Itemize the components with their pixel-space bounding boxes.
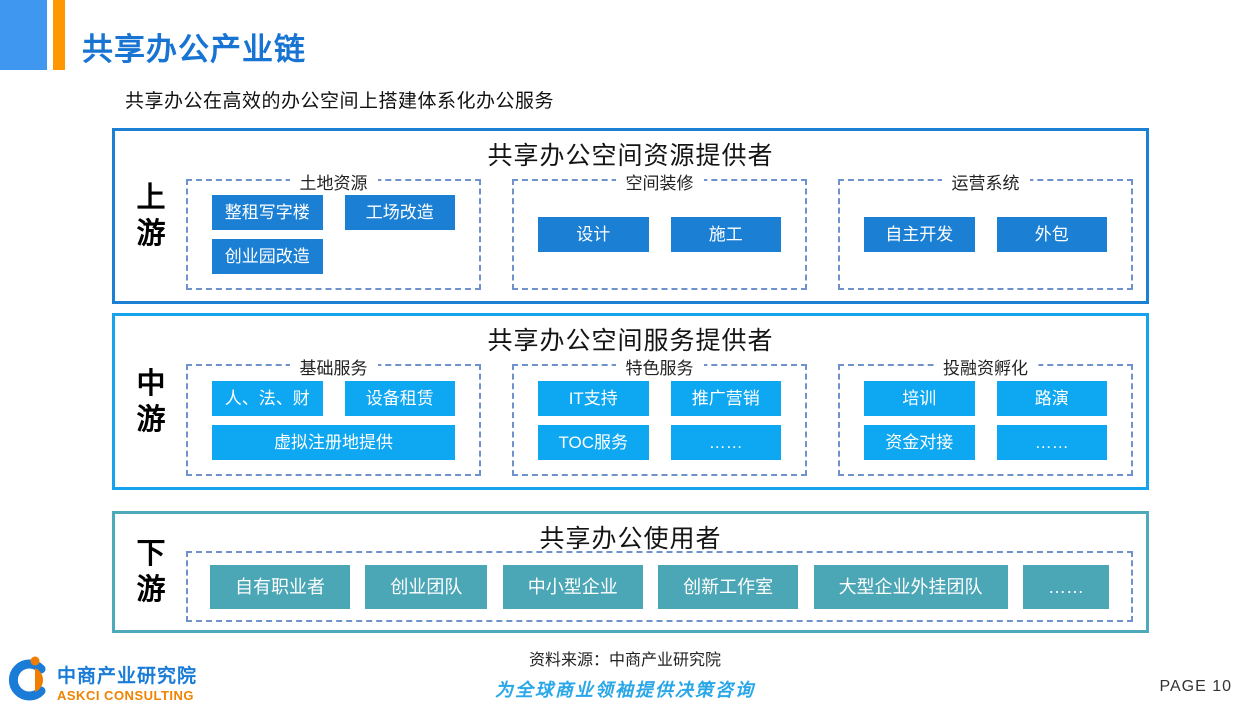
chain-node: 虚拟注册地提供 (212, 424, 455, 460)
group-row: 虚拟注册地提供 (212, 424, 455, 460)
group-row: 人、法、财设备租赁 (212, 380, 455, 416)
company-logo: 中商产业研究院 ASKCI CONSULTING (8, 656, 197, 707)
user-node: 中小型企业 (502, 564, 643, 609)
chain-node: 创业园改造 (212, 239, 323, 274)
group-row: 创业园改造 (212, 239, 455, 274)
group-label: 基础服务 (289, 354, 378, 379)
accent-bar-decoration (53, 0, 65, 70)
tier-title: 共享办公空间服务提供者 (487, 327, 774, 355)
page-number: PAGE 10 (1159, 678, 1232, 695)
group-row: 整租写字楼工场改造 (212, 195, 455, 230)
user-node: 大型企业外挂团队 (813, 564, 1008, 609)
chain-node: 路演 (996, 380, 1107, 416)
tier-side-label: 中游 (136, 367, 166, 436)
chain-node: 资金对接 (864, 424, 975, 460)
chain-node: 施工 (670, 217, 781, 252)
chain-node: 工场改造 (344, 195, 455, 230)
group-row: 自主开发外包 (864, 217, 1107, 252)
group-row: 资金对接 …… (864, 424, 1107, 460)
user-node: 创业团队 (365, 564, 488, 609)
chain-node: 设备租赁 (344, 380, 455, 416)
page-title: 共享办公产业链 (82, 32, 306, 67)
tier-title: 共享办公使用者 (539, 525, 722, 553)
group-row: 设计施工 (538, 217, 781, 252)
chain-node: …… (670, 424, 781, 460)
chain-node: 设计 (538, 217, 649, 252)
group-label: 投融资孵化 (933, 354, 1038, 379)
chain-node: 整租写字楼 (212, 195, 323, 230)
group-box: 土地资源整租写字楼工场改造创业园改造 (186, 169, 481, 290)
chain-node: 自主开发 (864, 217, 975, 252)
chain-node: TOC服务 (538, 424, 649, 460)
footer-slogan: 为全球商业领袖提供决策咨询 (495, 680, 755, 700)
users-box: 自有职业者创业团队中小型企业创新工作室大型企业外挂团队 …… (186, 551, 1133, 622)
tier-side-label: 上游 (136, 182, 166, 250)
group-label: 特色服务 (615, 354, 704, 379)
company-name-cn: 中商产业研究院 (57, 665, 198, 687)
tier-side-label: 下游 (136, 538, 166, 606)
user-node: 创新工作室 (658, 564, 799, 609)
chain-node: 人、法、财 (212, 380, 323, 416)
group-row: IT支持推广营销 (538, 380, 781, 416)
group-label: 运营系统 (941, 169, 1030, 194)
accent-square-decoration (0, 0, 47, 70)
chain-node: IT支持 (538, 380, 649, 416)
tier-title: 共享办公空间资源提供者 (487, 142, 774, 170)
chain-node: 推广营销 (670, 380, 781, 416)
company-logo-icon (8, 656, 50, 707)
chain-node: 外包 (996, 217, 1107, 252)
tier-downstream: 共享办公使用者 下游自有职业者创业团队中小型企业创新工作室大型企业外挂团队 …… (112, 511, 1149, 633)
group-row: 培训路演 (864, 380, 1107, 416)
group-label: 土地资源 (289, 169, 378, 194)
group-row: TOC服务 …… (538, 424, 781, 460)
tier-upstream: 共享办公空间资源提供者上游土地资源整租写字楼工场改造创业园改造空间装修设计施工运… (112, 128, 1149, 304)
chain-node: 培训 (864, 380, 975, 416)
group-label: 空间装修 (615, 169, 704, 194)
company-logo-text: 中商产业研究院 ASKCI CONSULTING (57, 661, 197, 703)
user-node: …… (1022, 564, 1109, 609)
chain-node: …… (996, 424, 1107, 460)
group-box: 空间装修设计施工 (512, 169, 807, 290)
user-node: 自有职业者 (210, 564, 350, 609)
group-box: 运营系统自主开发外包 (838, 169, 1133, 290)
tier-groups: 土地资源整租写字楼工场改造创业园改造空间装修设计施工运营系统自主开发外包 (186, 169, 1133, 290)
subtitle: 共享办公在高效的办公空间上搭建体系化办公服务 (125, 91, 555, 112)
group-box: 基础服务人、法、财设备租赁虚拟注册地提供 (186, 354, 481, 476)
company-name-en: ASKCI CONSULTING (57, 687, 195, 703)
source-note: 资料来源：中商产业研究院 (528, 652, 721, 669)
group-box: 投融资孵化培训路演资金对接…… (838, 354, 1133, 476)
